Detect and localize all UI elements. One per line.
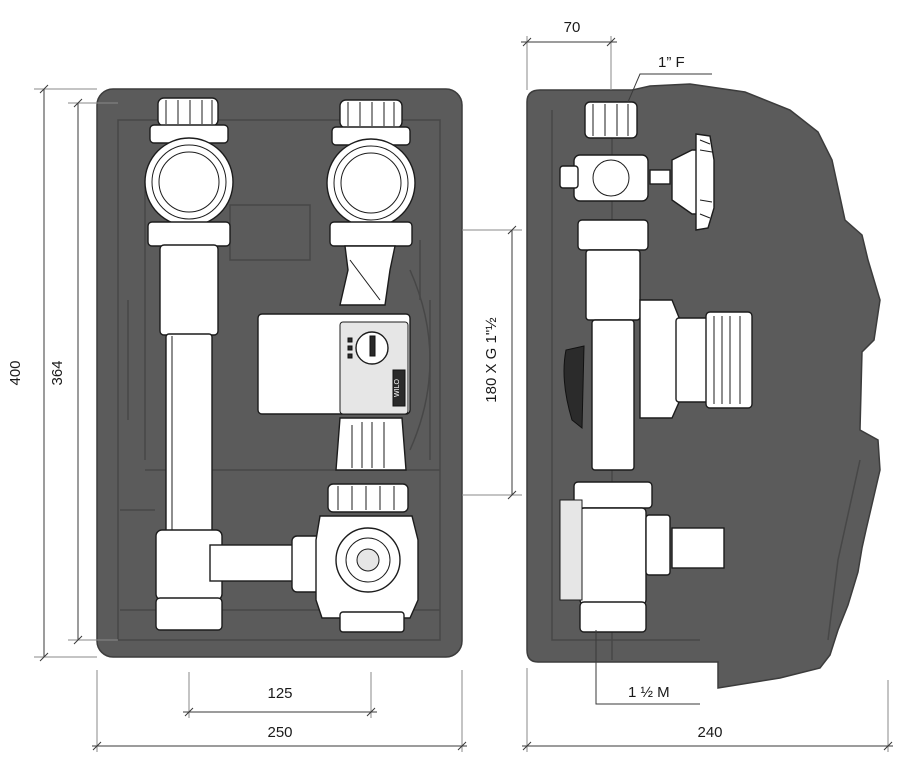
right-pipe-assembly bbox=[326, 99, 416, 306]
connection-label-top: 1” F bbox=[658, 54, 685, 71]
dim-label-364: 364 bbox=[49, 360, 66, 385]
side-view bbox=[526, 83, 881, 689]
dim-label-125: 125 bbox=[267, 685, 292, 702]
front-pump-motor: WILO bbox=[257, 313, 411, 415]
dim-label-250: 250 bbox=[267, 724, 292, 741]
dimension-labels: 400 364 125 250 180 X G 1"½ 70 240 1” F … bbox=[7, 19, 723, 741]
front-ball-valve bbox=[209, 515, 419, 633]
front-insulation-grooves bbox=[117, 119, 441, 641]
pump-brand-badge: WILO bbox=[394, 379, 401, 397]
front-pump-arc bbox=[409, 269, 431, 451]
front-pump-coupling bbox=[327, 417, 409, 513]
connection-label-bottom: 1 ½ M bbox=[628, 684, 670, 701]
dim-label-240: 240 bbox=[697, 724, 722, 741]
side-handwheel bbox=[649, 133, 715, 231]
left-pipe-assembly bbox=[144, 97, 234, 631]
side-pump-body bbox=[563, 299, 753, 430]
dim-label-70: 70 bbox=[564, 19, 581, 36]
front-view: WILO bbox=[96, 88, 463, 658]
side-pipe-assembly bbox=[559, 101, 653, 633]
side-lower-valve bbox=[559, 499, 725, 601]
dimension-lines bbox=[34, 36, 893, 752]
dim-label-400: 400 bbox=[7, 360, 24, 385]
dim-label-pump-spec: 180 X G 1"½ bbox=[483, 317, 500, 403]
